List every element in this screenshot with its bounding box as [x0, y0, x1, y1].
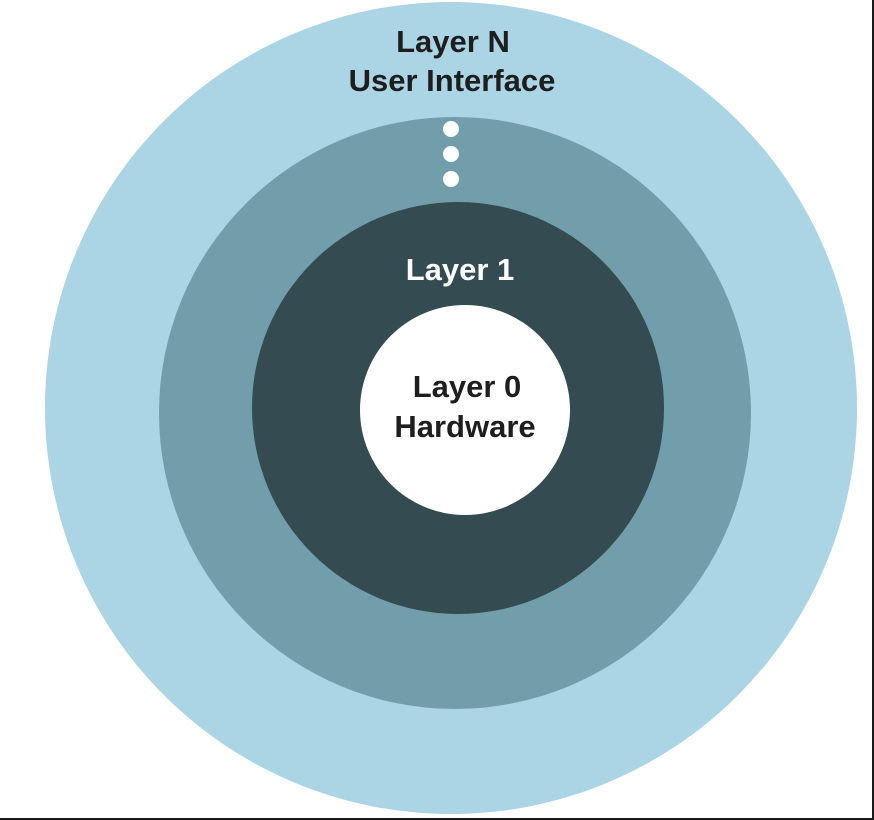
layer-n-title: Layer N [396, 24, 510, 59]
layer-n-subtitle: User Interface [349, 63, 556, 98]
layer-0-subtitle: Hardware [394, 409, 535, 444]
ellipsis-dot [443, 171, 459, 187]
layer-1-title: Layer 1 [406, 252, 515, 287]
layer-0-title: Layer 0 [413, 369, 522, 404]
ellipsis-icon [443, 121, 459, 187]
layer-0-circle [360, 305, 570, 515]
ellipsis-dot [443, 121, 459, 137]
ellipsis-dot [443, 146, 459, 162]
